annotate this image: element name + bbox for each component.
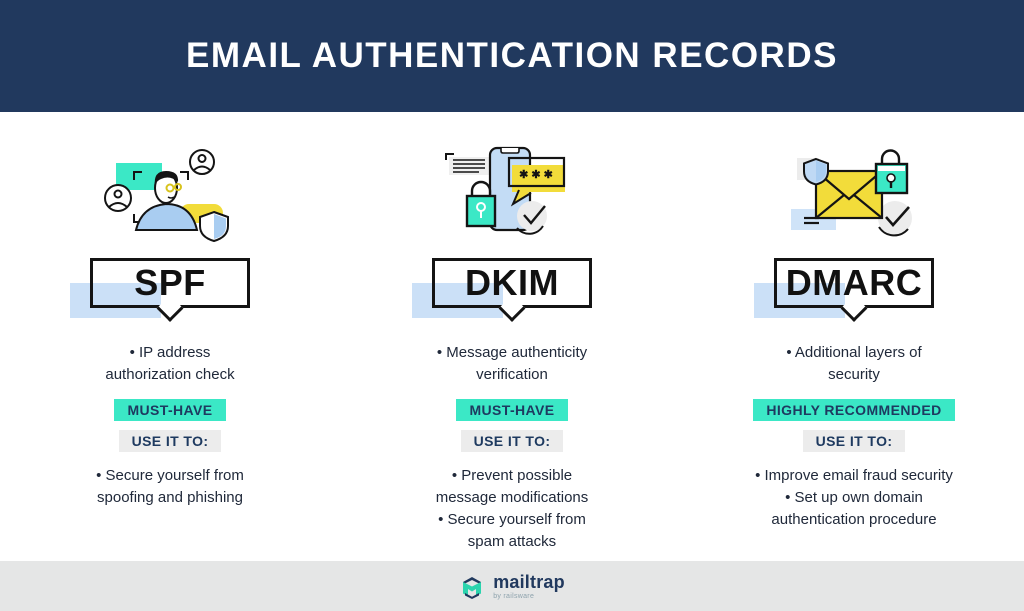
dmarc-use-label: USE IT TO:	[802, 430, 906, 452]
dkim-use-cases: • Prevent possible message modifications…	[435, 467, 589, 550]
brand-name: mailtrap	[493, 571, 565, 592]
dmarc-priority-badge: HIGHLY RECOMMENDED	[753, 399, 955, 421]
dkim-illustration: ✱ ✱ ✱	[445, 146, 566, 235]
spf-illustration	[104, 149, 229, 243]
column-dkim: ✱ ✱ ✱ DKIM • Message authenticity verifi…	[362, 112, 662, 553]
lock-icon	[874, 149, 909, 195]
columns-container: SPF • IP address authorization check MUS…	[0, 112, 1024, 553]
dmarc-label-box: DMARC	[754, 258, 934, 322]
blue-highlight	[754, 283, 845, 318]
document-lines-icon	[445, 153, 489, 175]
footer-bar: mailtrap by railsware	[0, 561, 1024, 611]
lock-icon	[465, 180, 497, 228]
spf-description: • IP address authorization check	[105, 344, 235, 383]
dmarc-illustration	[791, 149, 912, 237]
shield-icon	[199, 210, 229, 243]
spf-use-label: USE IT TO:	[118, 430, 222, 452]
shield-icon	[803, 157, 829, 186]
dkim-label-box: DKIM	[412, 258, 592, 322]
person-icon	[134, 171, 199, 231]
dmarc-use-cases: • Improve email fraud security • Set up …	[755, 467, 953, 528]
spf-label-box: SPF	[70, 258, 250, 322]
password-asterisks: ✱ ✱ ✱	[519, 169, 553, 181]
spf-priority-badge: MUST-HAVE	[114, 399, 226, 421]
page-title: EMAIL AUTHENTICATION RECORDS	[186, 36, 838, 75]
column-dmarc: DMARC • Additional layers of security HI…	[704, 112, 1004, 553]
column-spf: SPF • IP address authorization check MUS…	[20, 112, 320, 553]
dkim-description: • Message authenticity verification	[436, 344, 588, 383]
brand-byline: by railsware	[493, 592, 535, 600]
blue-highlight	[70, 283, 161, 318]
dkim-use-label: USE IT TO:	[460, 430, 564, 452]
user-avatar-icon	[189, 149, 215, 175]
spf-use-cases: • Secure yourself from spoofing and phis…	[96, 467, 244, 506]
blue-highlight	[412, 283, 503, 318]
check-icon	[878, 201, 912, 237]
check-icon	[516, 201, 547, 235]
password-bubble-icon: ✱ ✱ ✱	[507, 156, 566, 207]
header-banner: EMAIL AUTHENTICATION RECORDS	[0, 0, 1024, 112]
mailtrap-logo-icon	[463, 577, 482, 599]
dkim-priority-badge: MUST-HAVE	[456, 399, 568, 421]
user-avatar-icon	[104, 184, 132, 212]
brand-text: mailtrap by railsware	[493, 573, 565, 600]
dmarc-description: • Additional layers of security	[786, 344, 922, 383]
